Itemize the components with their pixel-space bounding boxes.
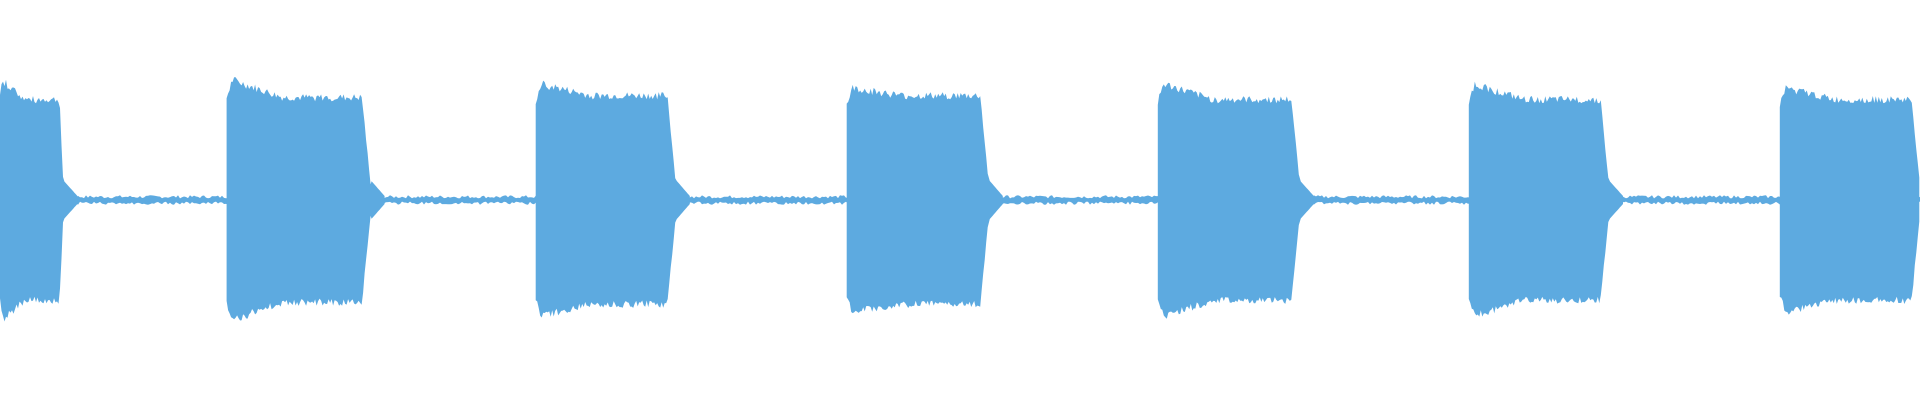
waveform-burst-7 — [1779, 85, 1920, 315]
waveform-burst-2 — [226, 77, 385, 321]
waveform-burst-4 — [846, 84, 1003, 314]
waveform-burst-1 — [0, 79, 78, 322]
waveform-bursts — [0, 77, 1920, 322]
waveform-burst-3 — [535, 80, 690, 318]
waveform-burst-6 — [1468, 81, 1623, 317]
waveform-burst-5 — [1157, 82, 1314, 319]
